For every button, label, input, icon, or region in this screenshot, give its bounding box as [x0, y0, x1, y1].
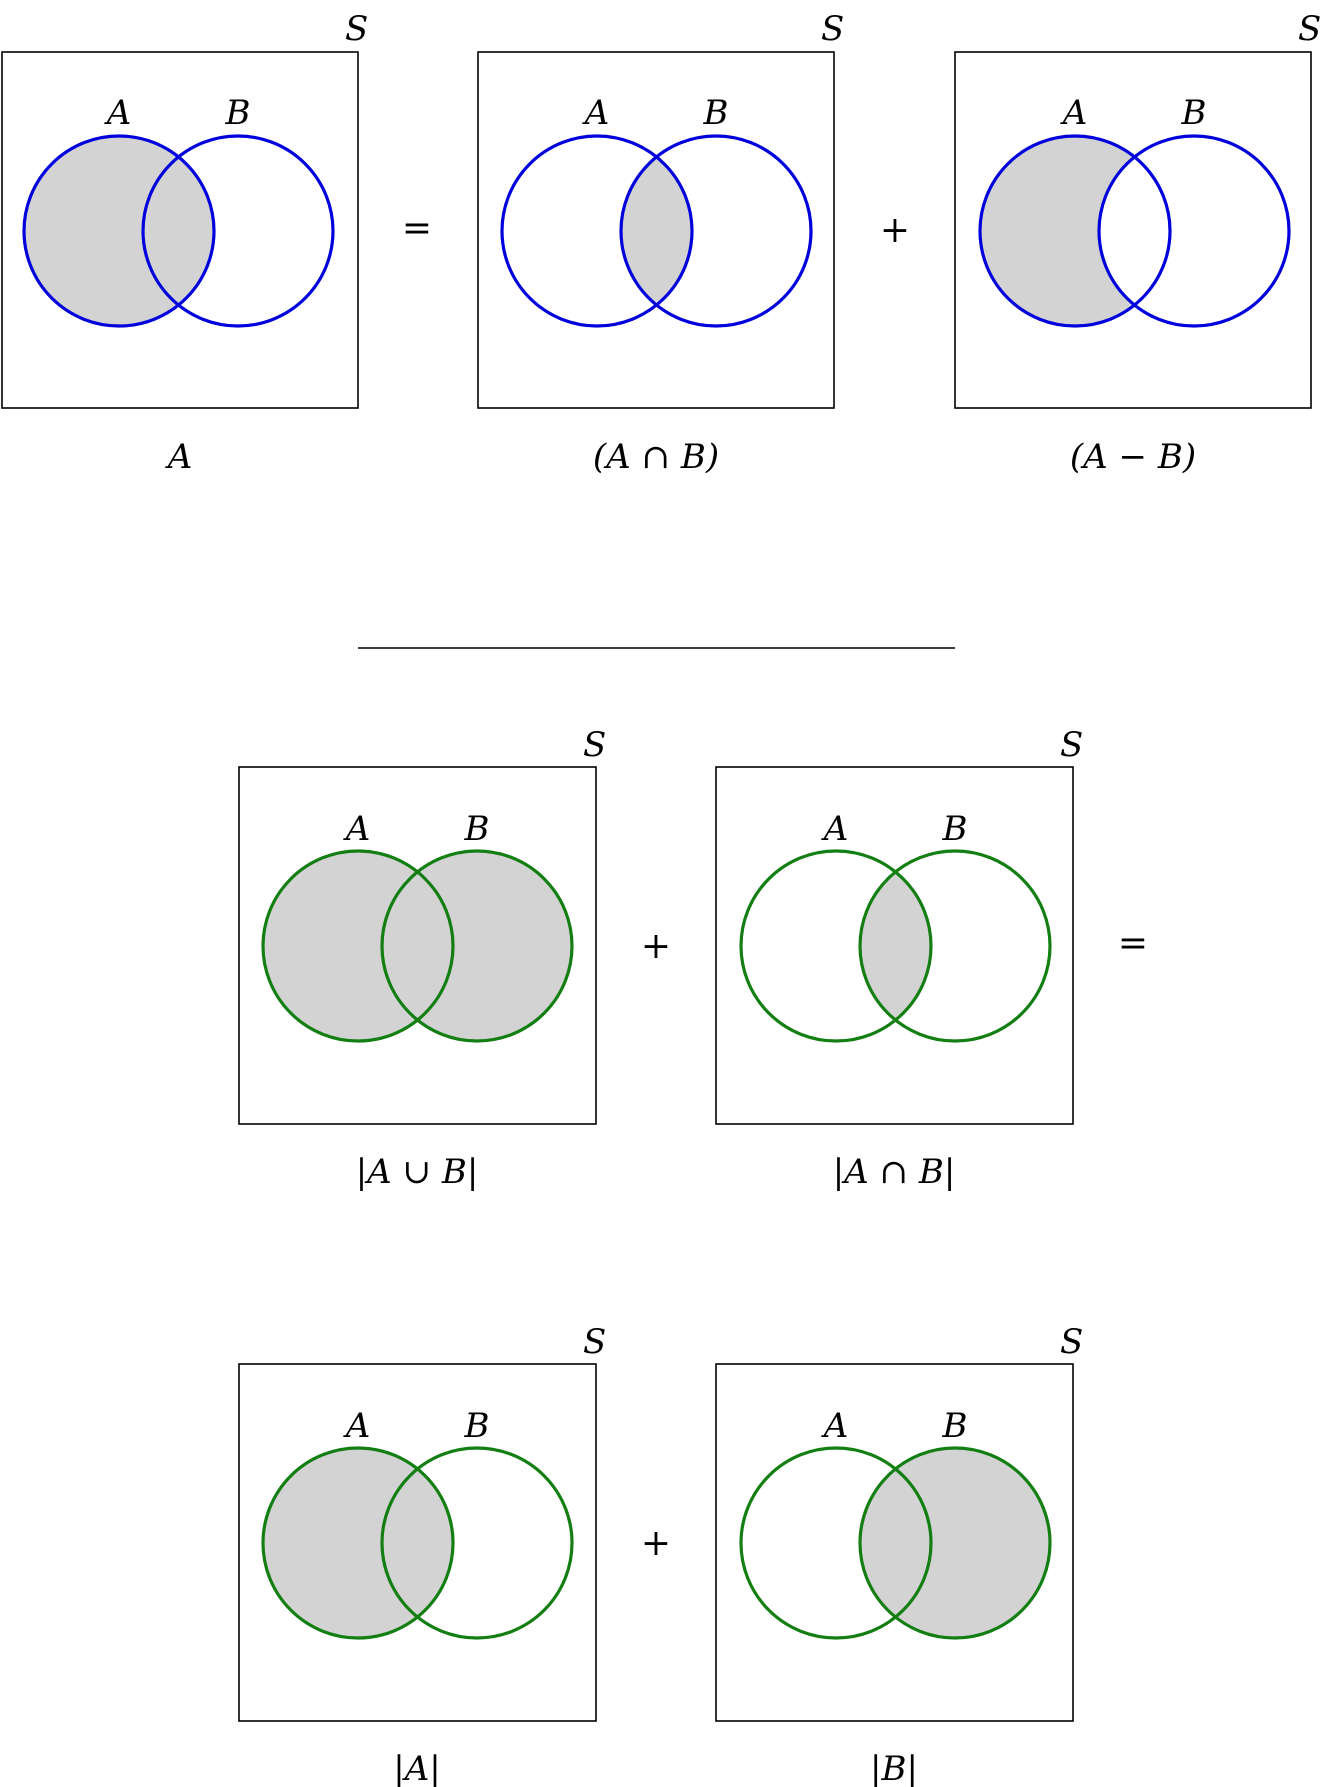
universe-frame: [238, 1363, 597, 1722]
shaded-region-b: [382, 851, 572, 1041]
panel-caption: (A ∩ B): [593, 437, 719, 477]
circle-b: [858, 1446, 1052, 1640]
circle-a: [978, 134, 1172, 328]
set-b-label: B: [1181, 93, 1207, 133]
universe-label: S: [1298, 9, 1321, 49]
panel-a-count: S A B |A|: [238, 1322, 606, 1787]
panel-difference-shaded: S A B (A − B): [954, 9, 1321, 477]
set-a-label: A: [1060, 93, 1088, 133]
set-b-label: B: [703, 93, 729, 133]
panel-caption: |A ∩ B|: [833, 1152, 956, 1192]
panel-caption: (A − B): [1070, 437, 1196, 477]
panel-a-shaded: S A B A: [1, 9, 368, 477]
set-a-label: A: [821, 1406, 849, 1446]
circle-b: [380, 849, 574, 1043]
set-a-label: A: [104, 93, 132, 133]
panel-intersection-count: S A B |A ∩ B|: [715, 725, 1083, 1192]
set-b-label: B: [942, 1406, 968, 1446]
circle-b: [141, 134, 335, 328]
universe-label: S: [583, 1322, 606, 1362]
set-a-label: A: [343, 1406, 371, 1446]
universe-frame: [954, 51, 1312, 409]
panel-intersection-shaded: S A B (A ∩ B): [477, 9, 844, 477]
plus-operator: +: [641, 1523, 671, 1564]
universe-frame: [1, 51, 359, 409]
shaded-region-intersection: [860, 851, 931, 1041]
universe-frame: [477, 51, 835, 409]
panel-caption: A: [165, 437, 193, 477]
panel-caption: |A ∪ B|: [356, 1152, 479, 1192]
universe-label: S: [1060, 1322, 1083, 1362]
circle-a: [22, 134, 216, 328]
set-b-label: B: [942, 809, 968, 849]
circle-a: [739, 849, 933, 1043]
panel-b-count: S A B |B|: [715, 1322, 1083, 1787]
circle-b: [619, 134, 813, 328]
circle-b: [858, 849, 1052, 1043]
circle-a: [739, 1446, 933, 1640]
panel-union-shaded: S A B |A ∪ B|: [238, 725, 606, 1192]
set-a-label: A: [582, 93, 610, 133]
circle-b: [1097, 134, 1291, 328]
panel-caption: |B|: [870, 1749, 918, 1787]
shaded-region-difference: [980, 136, 1170, 326]
circle-a: [500, 134, 694, 328]
universe-frame: [715, 766, 1074, 1125]
universe-label: S: [821, 9, 844, 49]
shaded-region-intersection: [621, 136, 692, 326]
set-a-label: A: [343, 809, 371, 849]
set-b-label: B: [464, 1406, 490, 1446]
universe-label: S: [345, 9, 368, 49]
universe-frame: [238, 766, 597, 1125]
circle-a: [261, 849, 455, 1043]
universe-label: S: [1060, 725, 1083, 765]
plus-operator: +: [880, 210, 910, 251]
set-b-label: B: [225, 93, 251, 133]
equals-operator: =: [1118, 923, 1148, 964]
set-a-label: A: [821, 809, 849, 849]
universe-frame: [715, 1363, 1074, 1722]
universe-label: S: [583, 725, 606, 765]
shaded-region-a: [263, 1448, 453, 1638]
equals-operator: =: [402, 208, 432, 249]
panel-caption: |A|: [393, 1749, 440, 1787]
plus-operator: +: [641, 926, 671, 967]
circle-a: [261, 1446, 455, 1640]
shaded-region-b: [860, 1448, 1050, 1638]
set-b-label: B: [464, 809, 490, 849]
shaded-region-a: [24, 136, 214, 326]
circle-b: [380, 1446, 574, 1640]
